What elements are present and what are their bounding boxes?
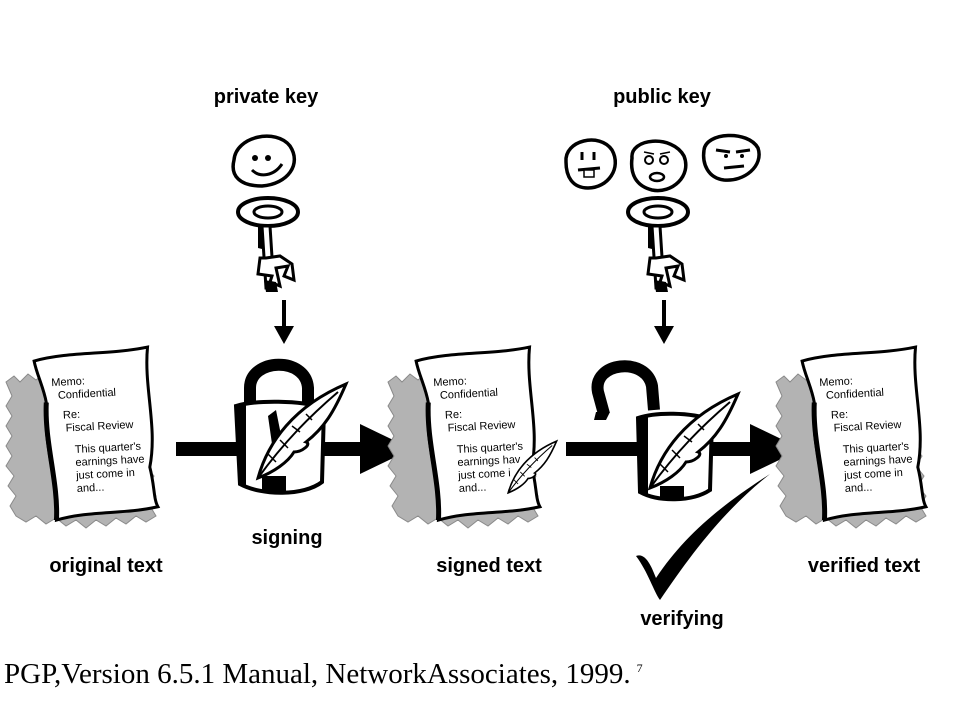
- memo-line: and...: [77, 482, 105, 495]
- down-arrow-icon: [654, 300, 674, 344]
- citation-caption: PGP,Version 6.5.1 Manual, NetworkAssocia…: [4, 658, 643, 691]
- citation-text: PGP,Version 6.5.1 Manual, NetworkAssocia…: [4, 658, 631, 690]
- page-number: 7: [636, 661, 643, 676]
- memo-line: just come i: [457, 467, 511, 482]
- private-key-icon: [236, 196, 300, 294]
- memo-line: just come in: [843, 467, 903, 482]
- memo-line: This quarter's: [842, 441, 909, 456]
- memo-line: Fiscal Review: [833, 419, 901, 435]
- memo-line: just come in: [75, 467, 135, 482]
- memo-line: Memo:: [819, 375, 853, 389]
- verified-document: Memo: Confidential Re: Fiscal Review Thi…: [775, 347, 926, 529]
- signed-text-label: signed text: [436, 555, 542, 577]
- verified-text-label: verified text: [808, 555, 921, 577]
- memo-line: and...: [845, 482, 873, 495]
- face-icon-1: [564, 138, 618, 190]
- memo-line: Re:: [63, 409, 81, 422]
- original-text-label: original text: [49, 555, 163, 577]
- memo-line: This quarter's: [456, 441, 523, 456]
- public-key-icon: [626, 196, 690, 294]
- memo-line: Confidential: [826, 387, 885, 402]
- face-icon-2: [629, 139, 688, 193]
- private-key-label: private key: [214, 86, 319, 108]
- memo-line: Re:: [445, 409, 463, 422]
- signing-label: signing: [251, 527, 322, 549]
- memo-line: Memo:: [433, 375, 467, 389]
- face-icon-3: [701, 133, 761, 182]
- memo-line: Confidential: [440, 387, 499, 402]
- signed-document: Memo: Confidential Re: Fiscal Review Thi…: [387, 347, 558, 529]
- verifying-label: verifying: [640, 608, 723, 630]
- memo-line: Fiscal Review: [447, 419, 515, 435]
- memo-line: Re:: [831, 409, 849, 422]
- memo-line: earnings have: [75, 453, 145, 469]
- checkmark-icon: [636, 474, 770, 600]
- original-document: Memo: Confidential Re: Fiscal Review Thi…: [5, 347, 158, 529]
- memo-line: Fiscal Review: [65, 419, 133, 435]
- memo-line: and...: [459, 482, 487, 495]
- memo-line: earnings hav: [457, 454, 521, 469]
- memo-line: Confidential: [58, 387, 117, 402]
- public-key-label: public key: [613, 86, 712, 108]
- smiley-face-icon: [231, 134, 297, 188]
- memo-line: This quarter's: [74, 441, 141, 456]
- down-arrow-icon: [274, 300, 294, 344]
- memo-line: Memo:: [51, 375, 85, 389]
- memo-line: earnings have: [843, 453, 913, 469]
